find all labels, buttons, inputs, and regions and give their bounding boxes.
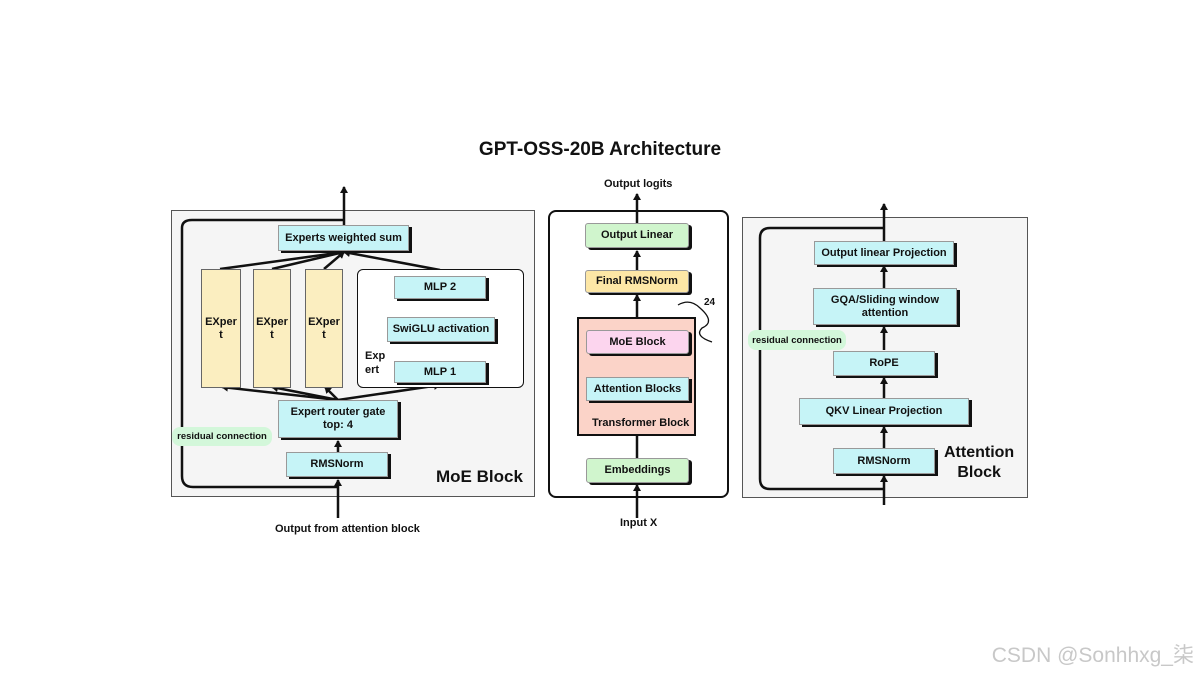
embeddings: Embeddings: [586, 458, 689, 483]
rope-box: RoPE: [833, 351, 935, 376]
diagram-title: GPT-OSS-20B Architecture: [478, 139, 722, 160]
expert-3: EXper t: [305, 269, 343, 388]
watermark: CSDN @Sonhhxg_柒: [991, 644, 1194, 667]
input-x-label: Input X: [620, 517, 658, 529]
moe-rmsnorm: RMSNorm: [286, 452, 388, 477]
output-logits-label: Output logits: [604, 178, 673, 190]
attention-block-title: Attention Block: [944, 444, 1015, 481]
final-rmsnorm: Final RMSNorm: [585, 270, 689, 293]
output-linear-projection: Output linear Projection: [814, 241, 954, 265]
attention-residual-label: residual connection: [748, 330, 846, 350]
moe-residual-label: residual connection: [172, 427, 272, 446]
attention-rmsnorm: RMSNorm: [833, 448, 935, 474]
expert-2: EXper t: [253, 269, 291, 388]
router-gate: Expert router gate top: 4: [278, 400, 398, 438]
expert-1: EXper t: [201, 269, 241, 388]
experts-weighted-sum: Experts weighted sum: [278, 225, 409, 251]
mlp2-box: MLP 2: [394, 276, 486, 299]
moe-block-node: MoE Block: [586, 330, 689, 354]
repeat-count: 24: [704, 297, 716, 308]
transformer-block-label: Transformer Block: [592, 417, 690, 429]
qkv-linear-projection: QKV Linear Projection: [799, 398, 969, 425]
attention-blocks-node: Attention Blocks: [586, 377, 689, 401]
expert-detail-label: Exp ert: [365, 350, 386, 376]
swiglu-box: SwiGLU activation: [387, 317, 495, 342]
gqa-sliding-window: GQA/Sliding window attention: [813, 288, 957, 325]
moe-input-label: Output from attention block: [275, 523, 420, 535]
output-linear: Output Linear: [585, 223, 689, 248]
mlp1-box: MLP 1: [394, 361, 486, 383]
moe-block-title: MoE Block: [436, 467, 523, 486]
